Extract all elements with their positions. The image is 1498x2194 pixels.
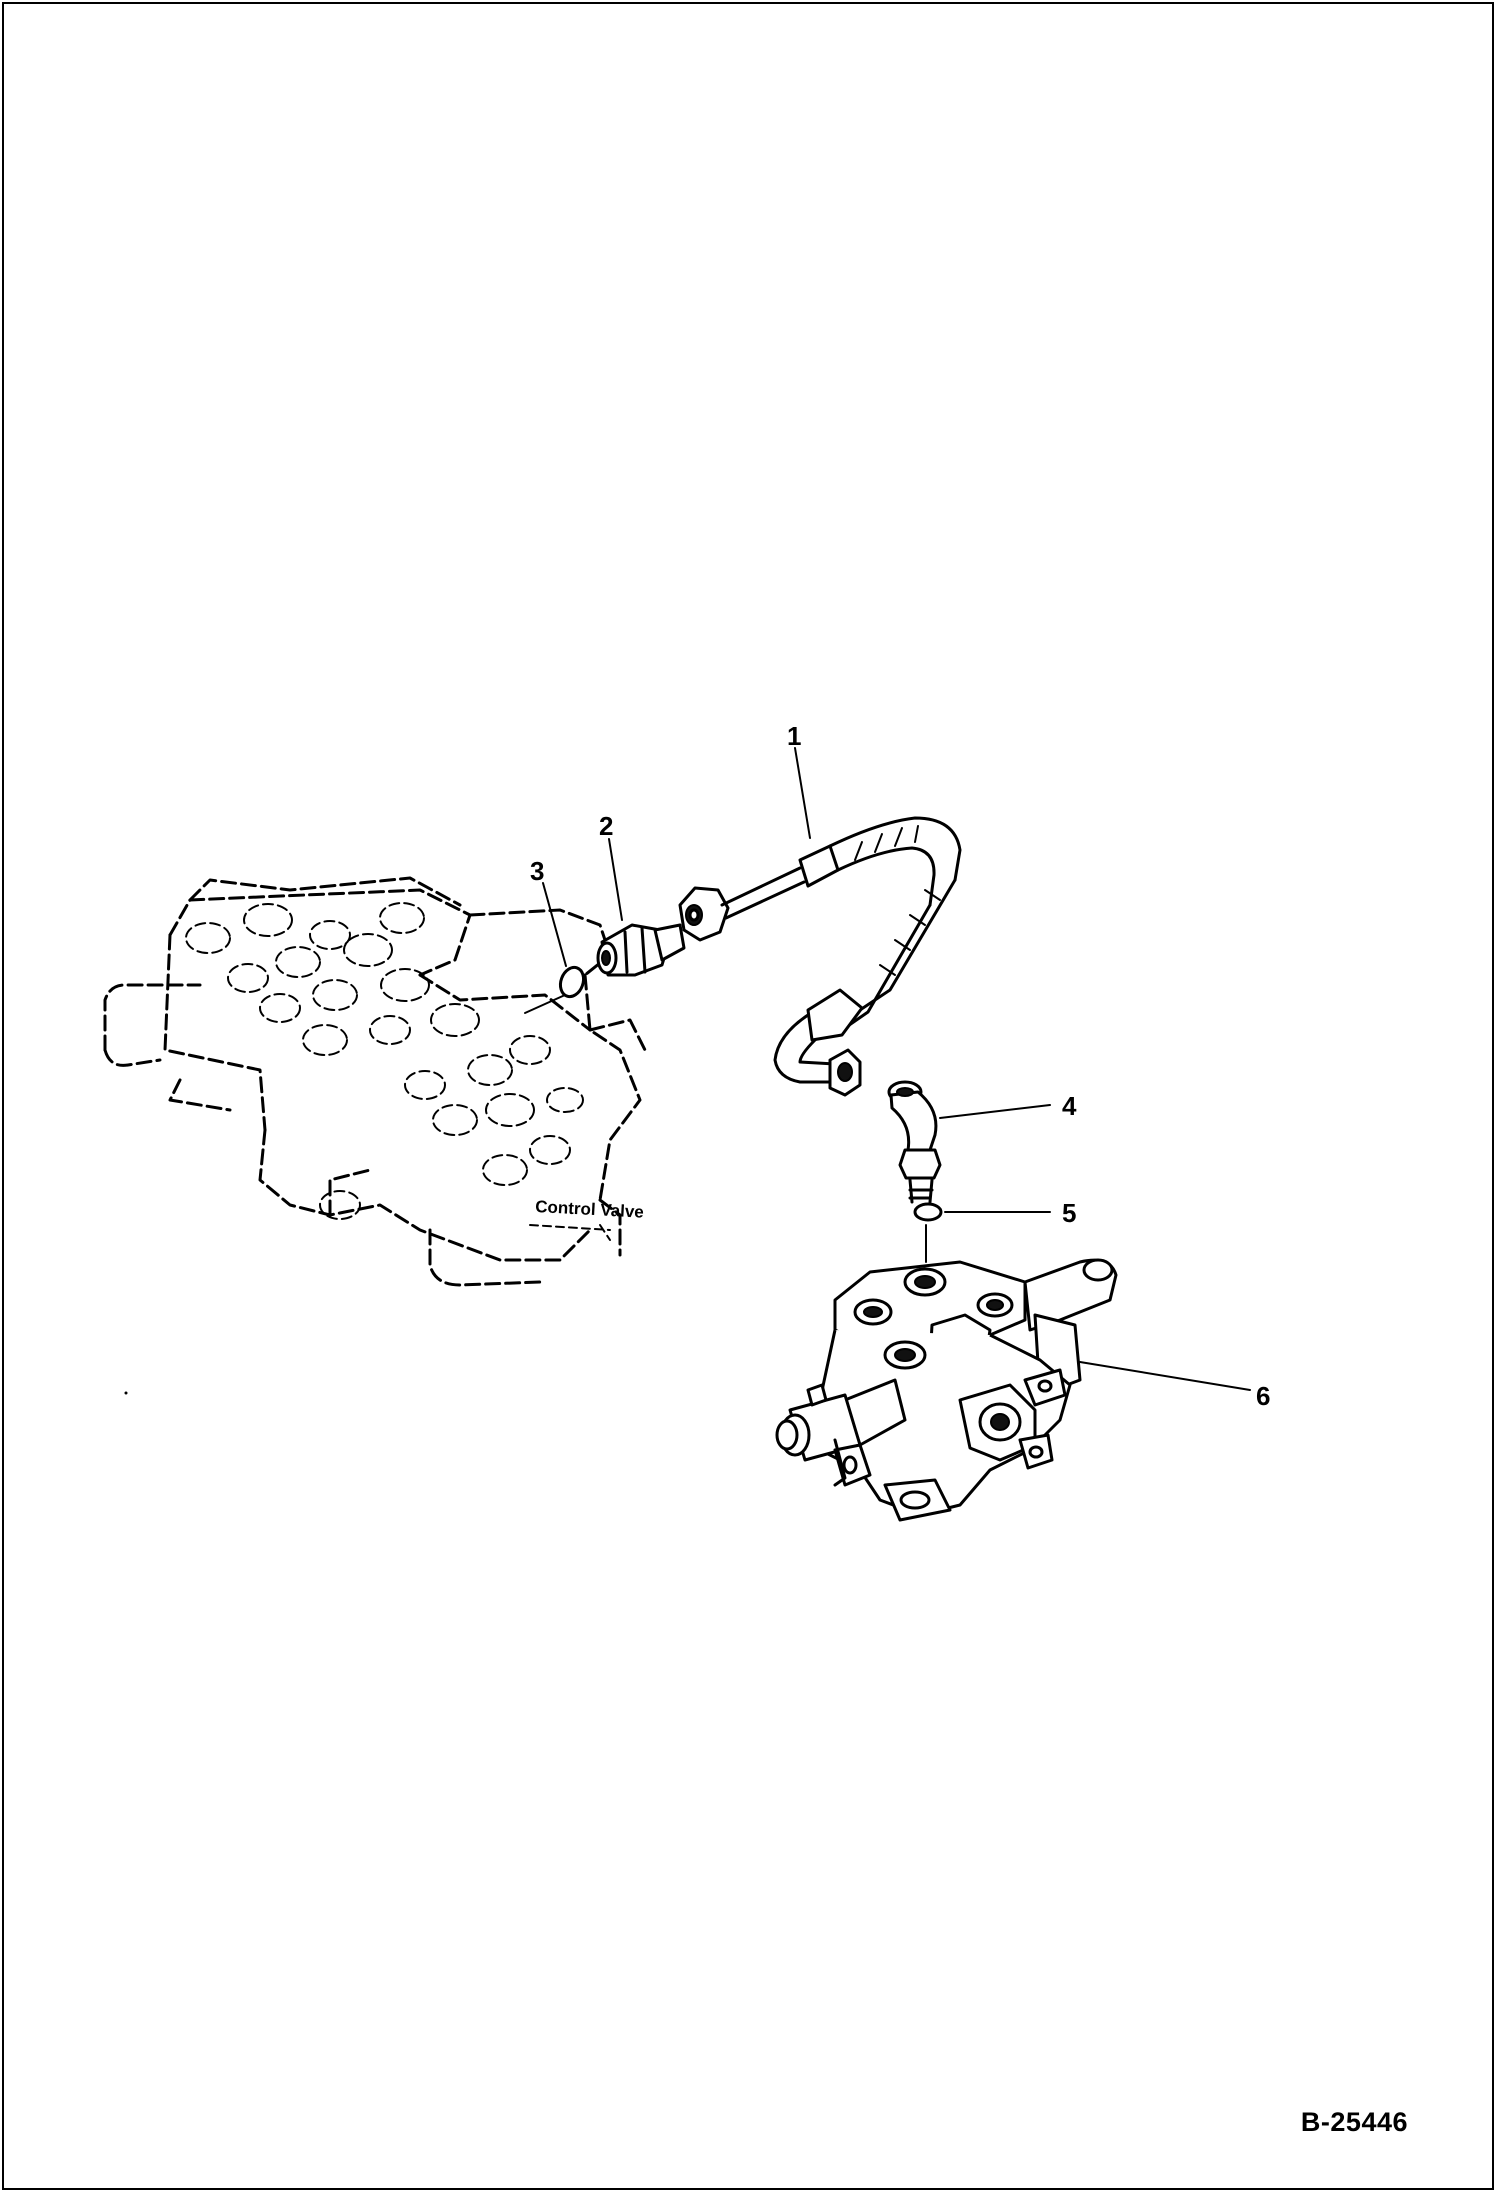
elbow-fitting-part-4 [887, 1080, 942, 1204]
leader-line-3 [542, 882, 567, 967]
valve-body-part-6 [775, 1258, 1118, 1522]
callout-3: 3 [530, 856, 544, 886]
callout-2: 2 [599, 811, 613, 841]
callout-5: 5 [1062, 1198, 1076, 1228]
control-valve-ports [185, 902, 584, 1220]
leader-line-1 [794, 747, 811, 839]
o-ring-part-5 [913, 1202, 943, 1222]
control-valve-label: Control Valve [535, 1197, 644, 1222]
control-valve-illustration [103, 876, 647, 1287]
o-ring-part-3 [558, 965, 586, 999]
leader-line-6 [1079, 1361, 1251, 1391]
callout-1: 1 [787, 721, 801, 751]
callout-4: 4 [1062, 1091, 1077, 1121]
hose-assembly-part-1 [678, 816, 962, 1097]
callout-6: 6 [1256, 1381, 1270, 1411]
leader-line-2 [608, 838, 623, 921]
drawing-number: B-25446 [1300, 2107, 1408, 2137]
stray-mark [124, 1391, 128, 1395]
control-valve-leader [524, 994, 566, 1014]
control-valve-label-leader [529, 1224, 611, 1241]
connector-part-2 [596, 923, 686, 977]
leader-line-4 [939, 1104, 1051, 1119]
